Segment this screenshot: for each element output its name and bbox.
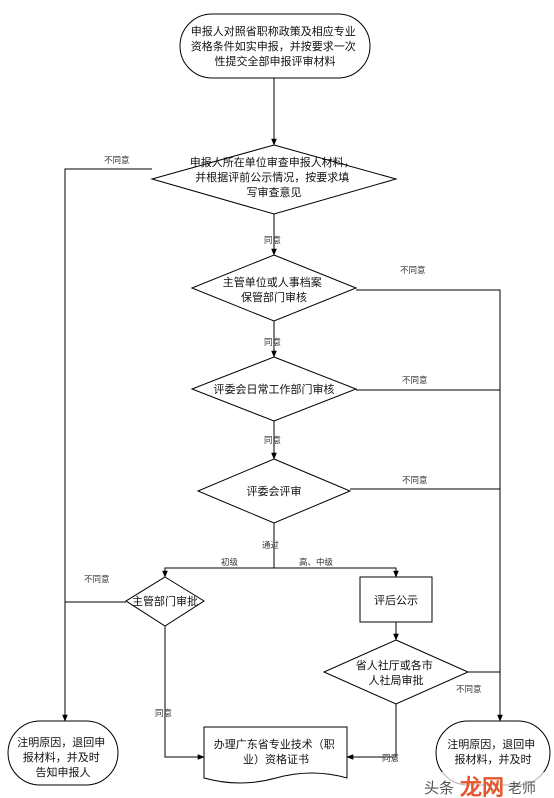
edge-approve-to-cert xyxy=(164,626,205,760)
dept-review-text: 主管单位或人事档案 保管部门审核 xyxy=(223,275,326,304)
label-senior: 高、中级 xyxy=(299,557,334,568)
label-disagree-province: 不同意 xyxy=(456,684,482,695)
node-dept-review: 主管单位或人事档案 保管部门审核 xyxy=(190,254,358,322)
node-province-approval: 省人社厅或各市 人社局审批 xyxy=(322,639,470,705)
label-agree-approve: 同意 xyxy=(155,708,172,719)
edge-unit-disagree xyxy=(62,168,152,722)
node-return-left: 注明原因，退回申 报材料，并及时 告知申报人 xyxy=(7,720,119,786)
node-start: 申报人对照省职称政策及相应专业 资格条件如实申报，并按要求一次 性提交全部申报评… xyxy=(179,13,371,79)
committee-review-text: 评委会评审 xyxy=(247,484,302,498)
label-junior: 初级 xyxy=(221,557,239,568)
edge-province-to-cert xyxy=(346,704,397,760)
edge-review-to-publicity xyxy=(274,567,399,578)
node-publicity: 评后公示 xyxy=(359,576,433,623)
label-pass: 通过 xyxy=(262,540,280,551)
label-disagree-approve: 不同意 xyxy=(84,574,110,585)
watermark-suffix: 老师 xyxy=(508,781,536,797)
label-agree-province: 同意 xyxy=(382,753,399,764)
edges xyxy=(62,78,503,760)
dept-approval-text: 主管部门审批 xyxy=(132,594,198,608)
node-committee-review: 评委会评审 xyxy=(196,458,352,524)
node-dept-approval: 主管部门审批 xyxy=(125,576,205,627)
label-disagree-dept: 不同意 xyxy=(400,265,426,276)
label-agree-dept: 同意 xyxy=(264,337,281,348)
node-unit-review: 申报人所在单位审查申报人材料， 并根据评前公示情况，按要求填 写审查意见 xyxy=(150,144,398,215)
return-right-text: 注明原因，退回申 报材料，并及时 xyxy=(447,737,539,766)
label-agree-unit: 同意 xyxy=(264,235,281,246)
label-disagree-unit: 不同意 xyxy=(104,155,130,166)
node-office-review: 评委会日常工作部门审核 xyxy=(190,356,358,422)
return-left-text: 注明原因，退回申 报材料，并及时 告知申报人 xyxy=(17,735,109,779)
publicity-text: 评后公示 xyxy=(374,594,418,607)
watermark-prefix: 头条 xyxy=(424,779,454,797)
province-approval-text: 省人社厅或各市 人社局审批 xyxy=(356,658,437,687)
watermark-brand: 龙网 xyxy=(460,776,504,798)
edge-review-to-approve xyxy=(162,567,274,578)
certificate-text: 办理广东省专业技术（职 业）资格证书 xyxy=(214,737,339,766)
label-agree-office: 同意 xyxy=(264,435,281,446)
watermark: 头条 龙网 老师 xyxy=(424,772,554,798)
office-review-text: 评委会日常工作部门审核 xyxy=(214,382,335,396)
start-text: 申报人对照省职称政策及相应专业 资格条件如实申报，并按要求一次 性提交全部申报评… xyxy=(191,24,360,68)
edge-labels: 不同意 同意 不同意 同意 不同意 同意 不同意 通过 初级 高、中级 不同意 … xyxy=(84,155,482,764)
node-certificate: 办理广东省专业技术（职 业）资格证书 xyxy=(203,726,348,784)
label-disagree-review: 不同意 xyxy=(402,475,428,486)
unit-review-text: 申报人所在单位审查申报人材料， 并根据评前公示情况，按要求填 写审查意见 xyxy=(190,155,359,199)
label-disagree-office: 不同意 xyxy=(402,375,428,386)
node-return-right: 注明原因，退回申 报材料，并及时 xyxy=(435,720,551,786)
edge-dept-disagree xyxy=(356,289,503,722)
